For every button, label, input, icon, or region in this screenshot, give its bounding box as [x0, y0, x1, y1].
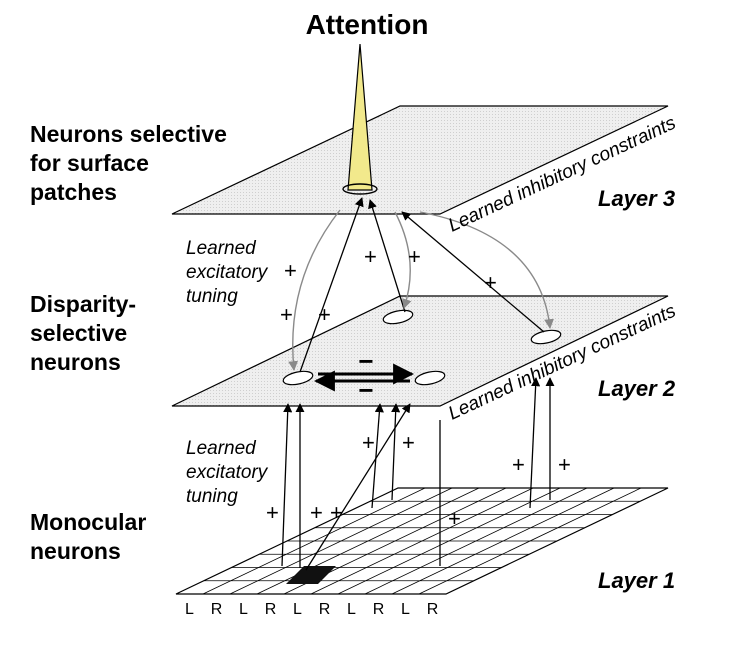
svg-text:+: + [330, 500, 343, 525]
inhibitory-connection [313, 363, 415, 392]
svg-text:tuning: tuning [186, 486, 238, 507]
svg-text:patches: patches [30, 179, 117, 205]
svg-text:+: + [402, 430, 415, 455]
svg-text:−: − [358, 346, 373, 376]
svg-text:Neurons selective: Neurons selective [30, 121, 227, 147]
eye-label: R [265, 601, 277, 618]
lower-tuning-note: Learned excitatory tuning [186, 438, 269, 507]
svg-text:+: + [512, 452, 525, 477]
upper-tuning-note: Learned excitatory tuning [186, 238, 269, 307]
svg-text:neurons: neurons [30, 349, 121, 375]
eye-label: R [211, 601, 223, 618]
layer1-side-label: Monocular neurons [30, 509, 146, 564]
layer2-neuron-right [414, 370, 446, 386]
svg-text:+: + [280, 302, 293, 327]
eye-label: L [239, 601, 248, 618]
attended-surface-unit [342, 183, 378, 195]
svg-text:selective: selective [30, 320, 127, 346]
active-patch-shadow [286, 566, 336, 584]
layer1-to-layer2-arrows [281, 377, 555, 571]
svg-text:+: + [284, 258, 297, 283]
layer2-neurons [282, 309, 562, 386]
svg-text:excitatory: excitatory [186, 262, 269, 283]
svg-text:+: + [318, 302, 331, 327]
svg-text:tuning: tuning [186, 286, 238, 307]
attention-title: Attention [306, 9, 429, 40]
svg-text:for surface: for surface [30, 150, 149, 176]
eye-label: L [401, 601, 410, 618]
layer3-plane [171, 105, 669, 215]
eye-label: L [185, 601, 194, 618]
eye-label: R [427, 601, 439, 618]
svg-text:+: + [408, 244, 421, 269]
layer3-side-label: Neurons selective for surface patches [30, 121, 227, 205]
layer2-neuron-mid [382, 309, 414, 325]
eye-label: R [319, 601, 331, 618]
svg-text:neurons: neurons [30, 538, 121, 564]
svg-text:+: + [266, 500, 279, 525]
svg-text:Learned: Learned [186, 238, 257, 259]
svg-text:Learned: Learned [186, 438, 257, 459]
svg-text:+: + [558, 452, 571, 477]
layer1-name: Layer 1 [598, 568, 675, 593]
eye-label: L [293, 601, 302, 618]
layer2-neuron-left [282, 370, 314, 386]
svg-text:Monocular: Monocular [30, 509, 146, 535]
svg-text:+: + [448, 506, 461, 531]
excitatory-signs: + + + + + + + + + + + + + + [266, 244, 571, 531]
layer1-grid [175, 487, 669, 595]
svg-text:−: − [358, 375, 373, 405]
attention-cone [347, 43, 373, 191]
svg-text:+: + [484, 270, 497, 295]
eye-label: R [373, 601, 385, 618]
layer2-side-label: Disparity- selective neurons [30, 291, 136, 375]
inhibitory-signs: − − [358, 346, 373, 405]
svg-text:+: + [364, 244, 377, 269]
svg-text:+: + [310, 500, 323, 525]
svg-text:+: + [362, 430, 375, 455]
svg-text:excitatory: excitatory [186, 462, 269, 483]
layer2-neuron-far [530, 329, 562, 345]
eye-label: L [347, 601, 356, 618]
layer2-name: Layer 2 [598, 376, 676, 401]
attention-beam [342, 43, 378, 195]
layer3-name: Layer 3 [598, 186, 675, 211]
svg-text:Disparity-: Disparity- [30, 291, 136, 317]
layer2-to-layer3-arrows [299, 197, 545, 373]
feedback-arrows [288, 209, 554, 371]
